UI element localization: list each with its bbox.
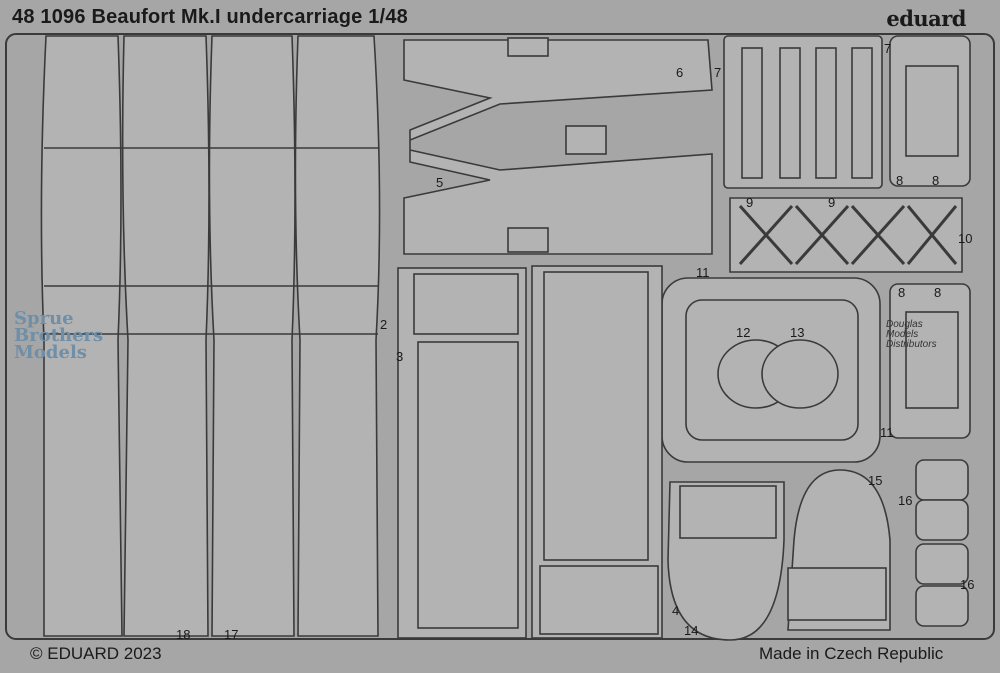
watermark-left-line1: Sprue: [14, 308, 74, 329]
fret-title: 48 1096 Beaufort Mk.I undercarriage 1/48: [12, 6, 408, 28]
part-number: 4: [672, 603, 680, 618]
part-number: 6: [676, 65, 684, 80]
part-number: 11: [696, 265, 710, 280]
part-number: 9: [828, 195, 836, 210]
part-number: 12: [736, 325, 751, 340]
part-number: 8: [934, 285, 942, 300]
part-number: 11: [880, 425, 894, 440]
made-in-text: Made in Czech Republic: [759, 644, 944, 663]
part-number: 8: [896, 173, 904, 188]
door-part-2: [121, 35, 210, 637]
part-number: 5: [436, 175, 444, 190]
copyright-text: © EDUARD 2023: [30, 644, 162, 663]
part-number: 16: [898, 493, 913, 508]
part-number: 7: [714, 65, 722, 80]
watermark-right-line3: Distributors: [886, 339, 937, 350]
door-part-3: [208, 35, 296, 637]
clip-part-16c: [915, 543, 969, 585]
part-number: 18: [176, 627, 191, 642]
frame-part-7: [723, 35, 883, 189]
watermark-left-line2: Brothers: [14, 325, 104, 346]
watermark-right-line2: Models: [886, 329, 919, 340]
watermark-left-line3: Models: [14, 342, 87, 363]
watermark-right-line1: Douglas: [886, 319, 923, 330]
clip-part-16d: [915, 585, 969, 627]
part-number: 13: [790, 325, 805, 340]
watermark-left: Sprue Brothers Models: [14, 308, 104, 363]
clip-part-16b: [915, 499, 969, 541]
part-number: 17: [224, 627, 239, 642]
watermark-right: Douglas Models Distributors: [886, 320, 937, 350]
part-number: 7: [884, 41, 892, 56]
part-number: 15: [868, 473, 883, 488]
part-number: 10: [958, 231, 973, 246]
brand-logo: eduard: [886, 6, 966, 31]
door-part-1: [40, 35, 123, 637]
part-number: 8: [932, 173, 940, 188]
part-number: 3: [396, 349, 404, 364]
strut-part-5-6: [403, 39, 713, 255]
cross-strip-part-9-10: [729, 197, 963, 273]
part-number: 16: [960, 577, 975, 592]
part-number: 2: [380, 317, 388, 332]
part-number: 14: [684, 623, 699, 638]
clip-part-16a: [915, 459, 969, 501]
part-number: 8: [898, 285, 906, 300]
door-part-4: [294, 35, 381, 637]
part-number: 9: [746, 195, 754, 210]
